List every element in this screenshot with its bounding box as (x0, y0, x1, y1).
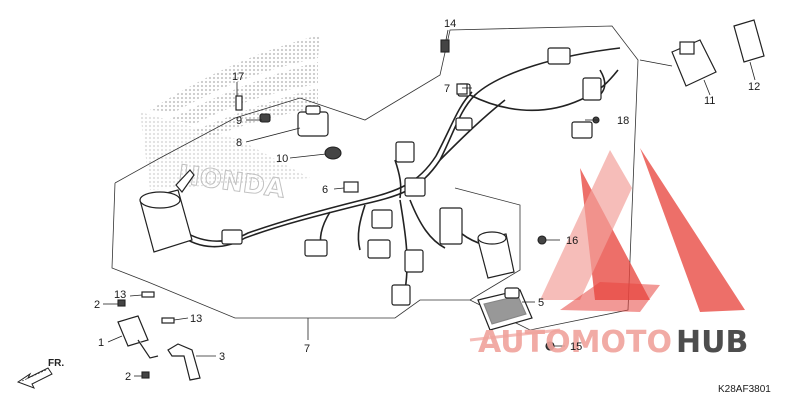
callout-2a: 2 (94, 299, 100, 311)
callout-6: 7 (304, 343, 310, 355)
callout-13a: 13 (114, 289, 126, 301)
ignition-coil (139, 169, 195, 253)
front-direction-arrow: FR. (16, 358, 64, 389)
watermark-suffix: HUB (676, 325, 748, 360)
fr-label: FR. (48, 358, 64, 369)
relay-bracket (235, 95, 342, 160)
assembly-boundary (111, 25, 639, 331)
callout-18: 18 (617, 115, 629, 127)
callout-14: 14 (444, 18, 456, 30)
callout-12: 12 (748, 81, 760, 93)
callout-4: 5 (538, 297, 544, 309)
callout-3: 3 (219, 351, 225, 363)
callout-numbers: 14 17 9 8 10 7 6 18 16 5 15 11 12 7 2 2 … (94, 18, 760, 383)
callout-10: 10 (276, 153, 288, 165)
callout-16: 15 (570, 341, 582, 353)
callout-17: 17 (232, 71, 244, 83)
callout-1: 1 (98, 337, 104, 349)
callout-7: 7 (444, 83, 450, 95)
relay-12 (733, 19, 765, 63)
fasteners (117, 39, 600, 379)
callout-9: 9 (236, 115, 242, 127)
harness-connectors (221, 47, 602, 306)
diagram-code: K28AF3801 (718, 384, 771, 395)
callout-15: 16 (566, 235, 578, 247)
regulator-rectifier (477, 287, 533, 331)
automotohub-watermark-logo: AUTOMOTO HUB (469, 148, 748, 360)
leader-lines (103, 29, 756, 377)
fuse-cylinder (477, 231, 515, 279)
hose (167, 343, 203, 381)
callout-2b: 2 (125, 371, 131, 383)
callout-5: 6 (322, 184, 328, 196)
callout-8: 8 (236, 137, 242, 149)
honda-wing-logo: HONDA (140, 35, 320, 205)
relay-11 (671, 39, 717, 87)
callout-13b: 13 (190, 313, 202, 325)
watermark-prefix: AUTOMOTO (478, 325, 672, 360)
coil-bracket (117, 315, 159, 359)
callout-11: 11 (704, 95, 715, 107)
